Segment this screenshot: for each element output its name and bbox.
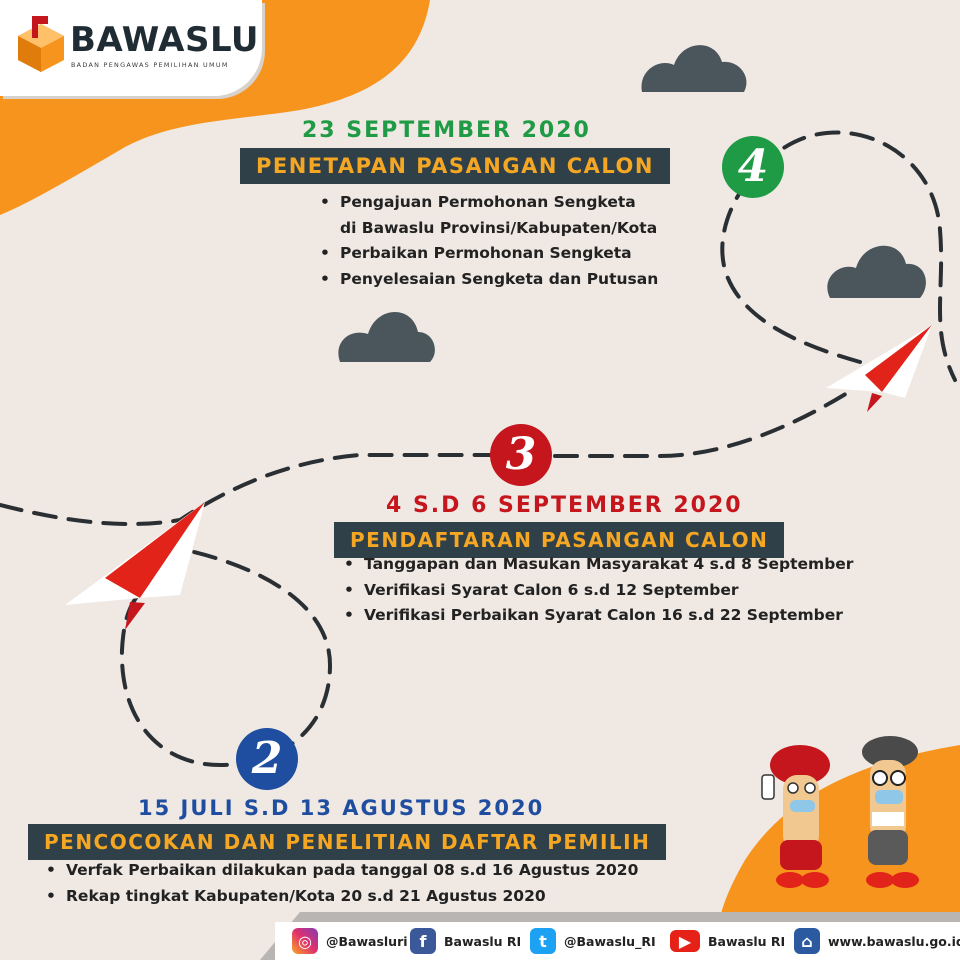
facebook-label: Bawaslu RI	[444, 933, 522, 949]
stage-4-list: Pengajuan Permohonan Sengketa di Bawaslu…	[318, 190, 658, 292]
home-icon: ⌂	[794, 928, 820, 954]
bawaslu-logo-icon	[18, 16, 64, 72]
stage-3-date: 4 S.D 6 SEPTEMBER 2020	[386, 493, 743, 518]
cloud-middle	[338, 311, 435, 362]
stage-2-title: PENCOCOKAN DAN PENELITIAN DAFTAR PEMILIH	[28, 824, 667, 860]
footer-website[interactable]: ⌂ www.bawaslu.go.id	[794, 928, 960, 954]
twitter-icon: t	[530, 928, 556, 954]
twitter-label: @Bawaslu_RI	[564, 933, 656, 949]
footer-twitter[interactable]: t @Bawaslu_RI	[530, 928, 656, 954]
logo-subtitle: BADAN PENGAWAS PEMILIHAN UMUM	[71, 61, 229, 69]
youtube-icon: ▶	[670, 930, 700, 952]
stage-4-badge: 4	[722, 136, 784, 198]
stage-2-badge: 2	[236, 728, 298, 790]
footer-facebook[interactable]: f Bawaslu RI	[410, 928, 521, 954]
logo-name: BAWASLU	[70, 20, 260, 60]
dashed-path-middle	[0, 383, 862, 527]
list-item: Penyelesaian Sengketa dan Putusan	[318, 267, 658, 293]
list-item: di Bawaslu Provinsi/Kabupaten/Kota	[340, 218, 658, 237]
youtube-label: Bawaslu RI	[708, 933, 786, 949]
dashed-path-top	[720, 130, 957, 382]
list-item: Pengajuan Permohonan Sengketa	[318, 190, 658, 216]
stage-3-badge: 3	[490, 424, 552, 486]
stage-2-date: 15 JULI S.D 13 AGUSTUS 2020	[138, 796, 545, 820]
list-item: Verfak Perbaikan dilakukan pada tanggal …	[44, 858, 638, 884]
list-item: Verifikasi Perbaikan Syarat Calon 16 s.d…	[342, 603, 853, 629]
instagram-label: @Bawasluri	[326, 933, 408, 949]
website-label: www.bawaslu.go.id	[828, 933, 960, 949]
footer-bar	[275, 922, 960, 960]
paper-plane-right	[826, 325, 932, 412]
stage-2-list: Verfak Perbaikan dilakukan pada tanggal …	[44, 858, 638, 909]
instagram-icon: ◎	[292, 928, 318, 954]
footer-youtube[interactable]: ▶ Bawaslu RI	[670, 928, 785, 954]
mascot-right	[862, 736, 919, 888]
stage-3-list: Tanggapan dan Masukan Masyarakat 4 s.d 8…	[342, 552, 853, 629]
paper-plane-left	[65, 502, 205, 630]
facebook-icon: f	[410, 928, 436, 954]
list-item: Tanggapan dan Masukan Masyarakat 4 s.d 8…	[342, 552, 853, 578]
stage-4-date: 23 SEPTEMBER 2020	[302, 118, 591, 143]
list-item: Perbaikan Permohonan Sengketa	[318, 241, 658, 267]
list-item: Rekap tingkat Kabupaten/Kota 20 s.d 21 A…	[44, 884, 638, 910]
cloud-right	[827, 245, 926, 298]
mascot-left	[761, 745, 830, 888]
list-item: Verifikasi Syarat Calon 6 s.d 12 Septemb…	[342, 578, 853, 604]
stage-4-title: PENETAPAN PASANGAN CALON	[240, 148, 670, 184]
cloud-top	[641, 45, 747, 92]
footer-instagram[interactable]: ◎ @Bawasluri	[292, 928, 408, 954]
